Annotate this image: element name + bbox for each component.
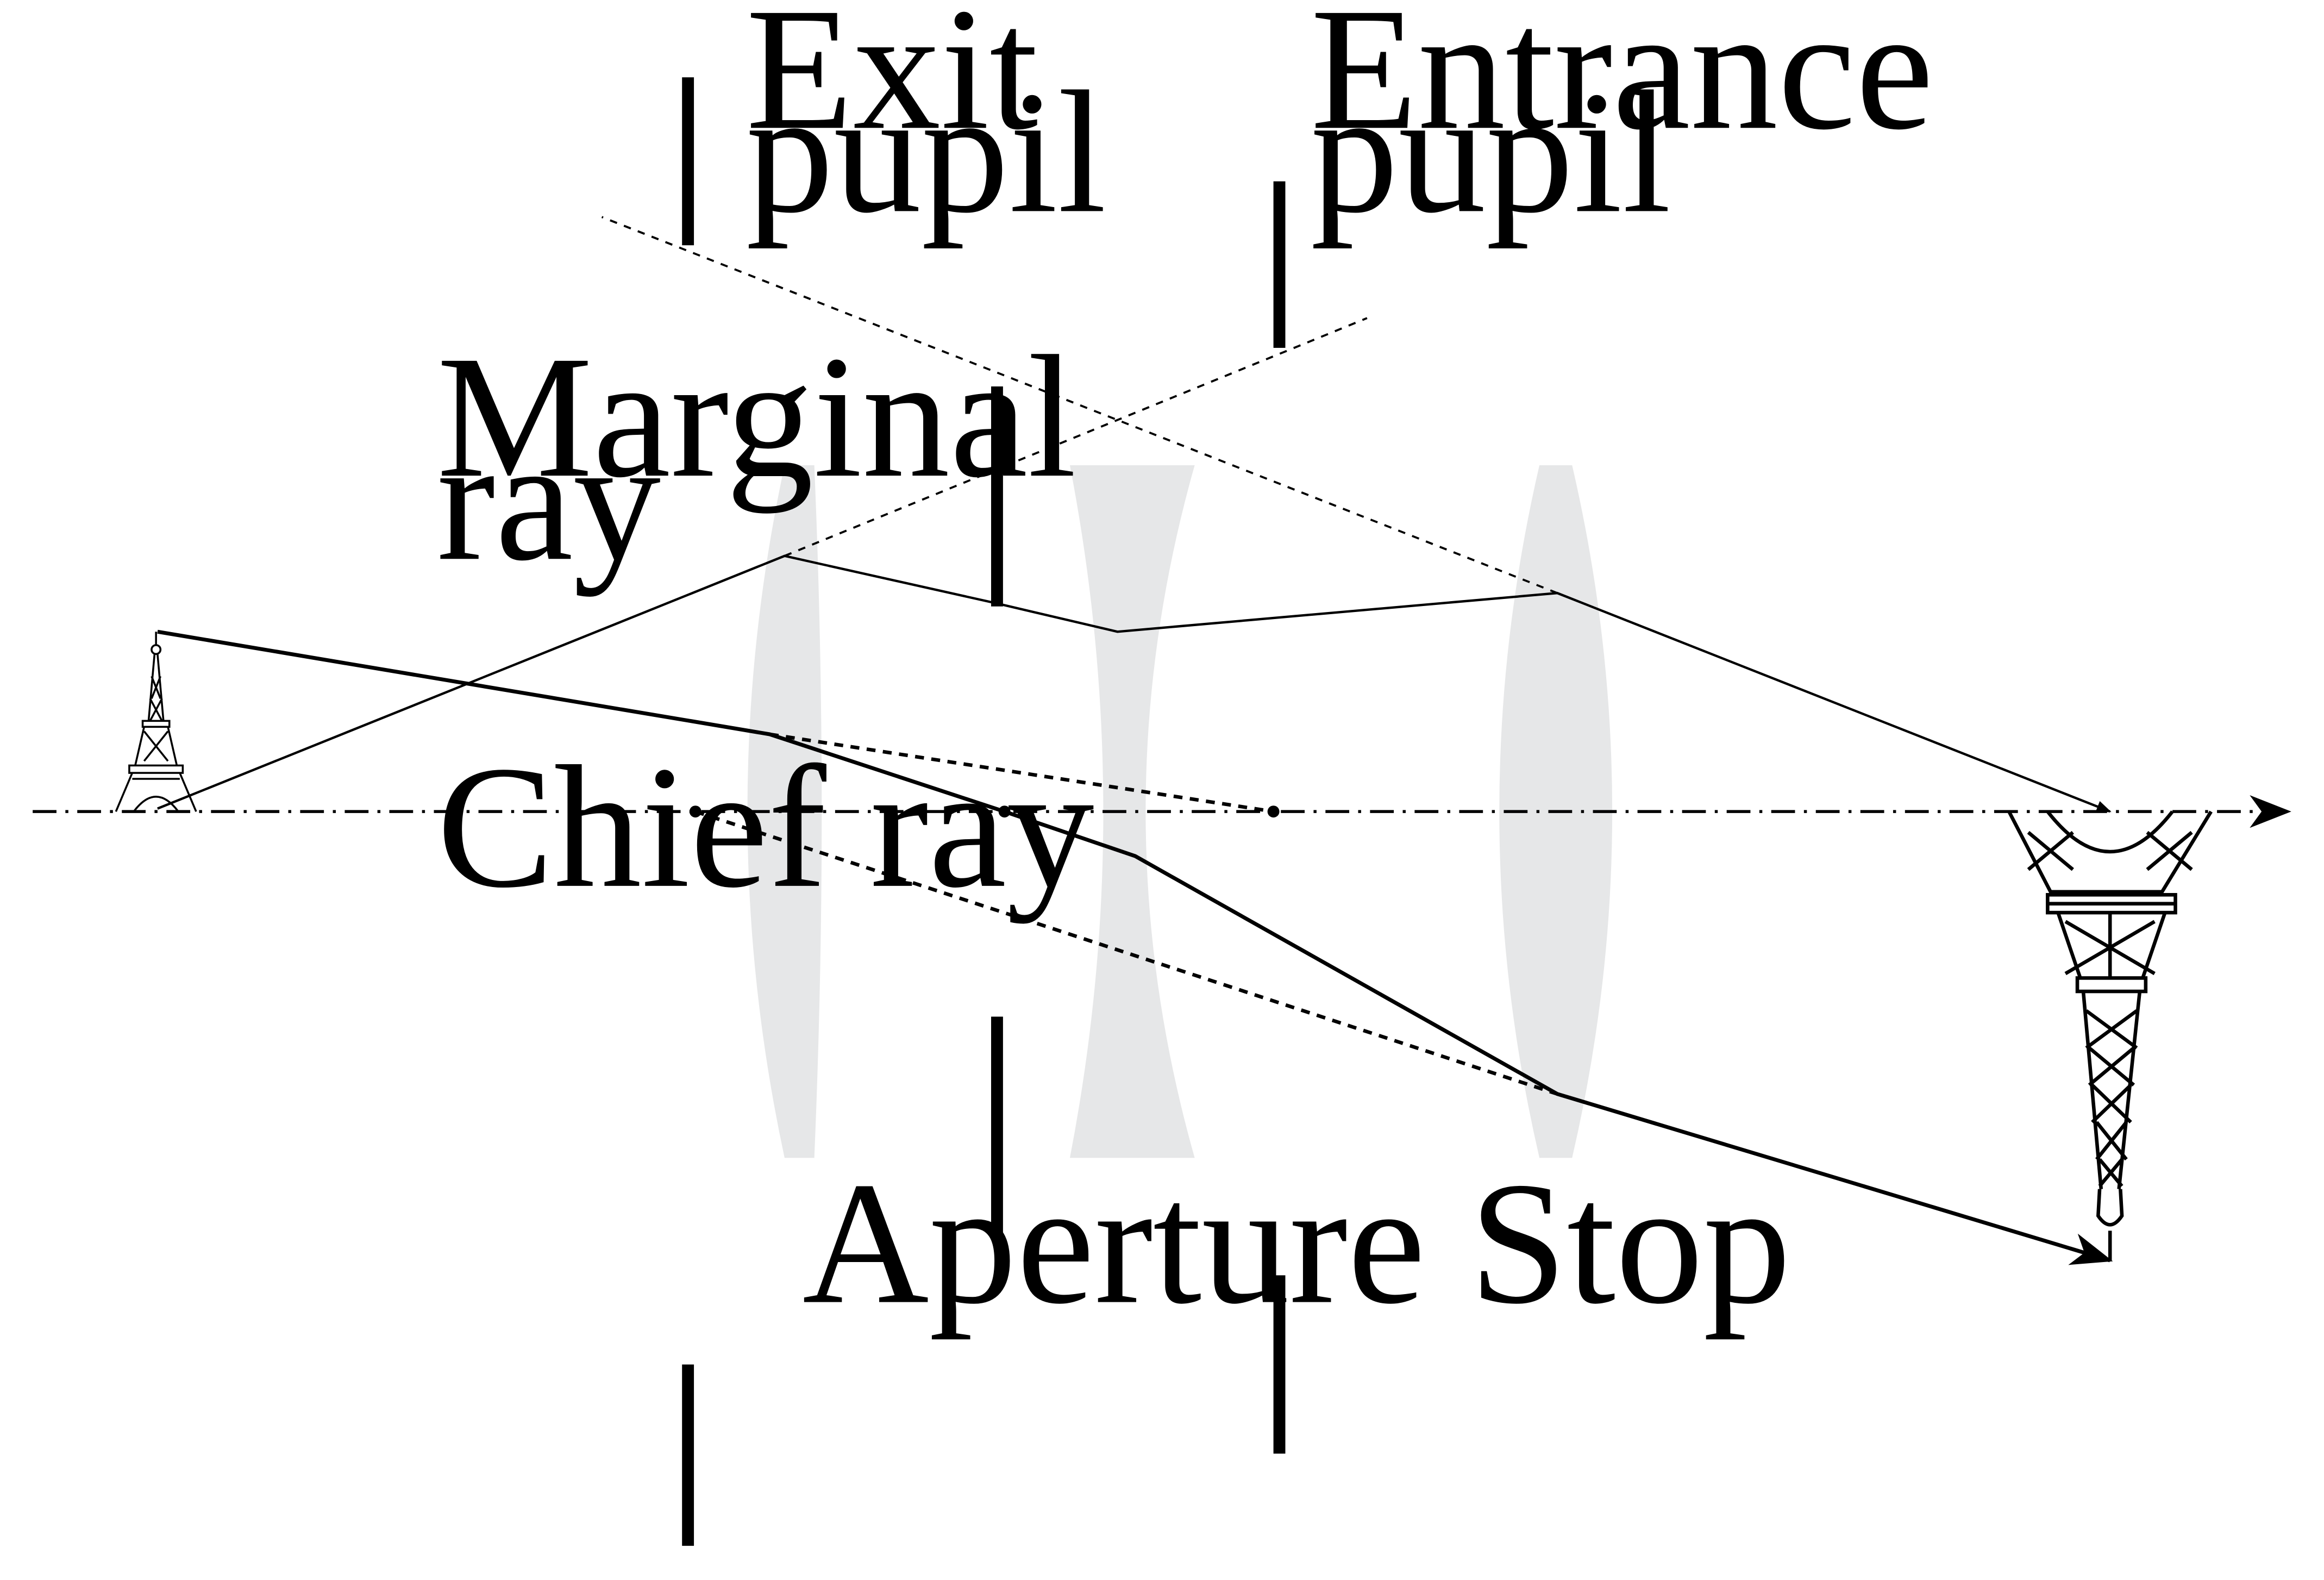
lens-1-converging	[747, 465, 822, 1158]
entrance-pupil-center-point	[1267, 805, 1280, 818]
exit-pupil-label-line1: Exit	[746, 0, 1039, 166]
marginal-ray-label-line1: Marginal	[437, 319, 1076, 514]
eiffel-tower-upright-icon	[115, 632, 197, 813]
chief-ray-extensions	[694, 732, 1558, 1096]
entrance-pupil-label-line1: Entrance	[1311, 0, 1934, 166]
marginal-ray-extensions	[601, 216, 1558, 594]
exit-pupil-center-point	[689, 805, 701, 818]
lens-2-diverging	[1069, 465, 1195, 1158]
aperture-stop-center-point	[998, 805, 1011, 818]
chief-ray-label: Chief ray	[437, 729, 1094, 925]
entrance-pupil-label-line2: pupil	[1311, 54, 1671, 249]
eiffel-tower-inverted-icon	[2007, 810, 2213, 1261]
marginal-ray-label-line2: ray	[437, 402, 661, 597]
exit-pupil-label-line2: pupil	[746, 54, 1106, 249]
aperture-stop-label: Aperture Stop	[803, 1146, 1791, 1341]
chief-ray	[157, 629, 2113, 1265]
marginal-ray	[157, 554, 2112, 813]
